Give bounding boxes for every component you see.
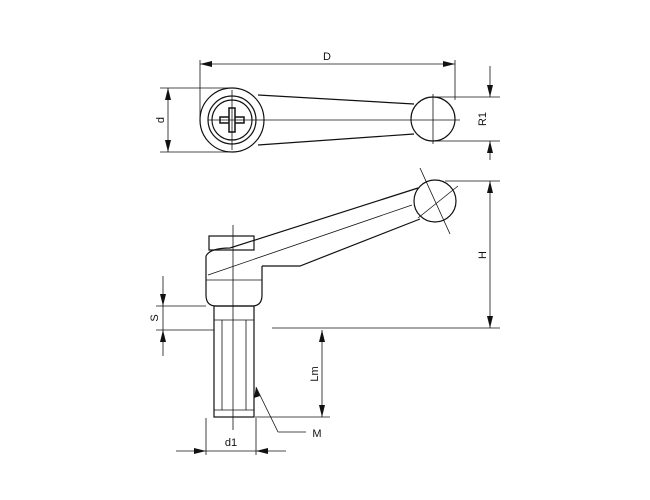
hub-top-stub (208, 235, 255, 251)
threaded-shaft (213, 305, 255, 418)
label-Lm: Lm (309, 366, 321, 381)
dimension-S (156, 276, 214, 356)
dimension-d1 (176, 418, 286, 455)
top-arm (257, 94, 415, 146)
label-H: H (477, 251, 489, 259)
label-S: S (149, 314, 161, 321)
side-view: H S Lm d1 (149, 167, 500, 455)
dimension-Lm (255, 330, 330, 418)
top-view: D d R1 (155, 51, 500, 160)
dimension-R1 (433, 66, 500, 160)
dimension-d (160, 87, 232, 153)
dimension-D (199, 60, 456, 118)
label-R1: R1 (477, 112, 489, 126)
label-d1: d1 (225, 437, 237, 449)
side-ball (413, 179, 457, 223)
label-d: d (155, 117, 167, 123)
leader-M (254, 386, 306, 433)
label-D: D (323, 51, 331, 63)
hub-body (205, 256, 263, 307)
dimension-H (272, 180, 500, 329)
label-M: M (312, 428, 321, 440)
